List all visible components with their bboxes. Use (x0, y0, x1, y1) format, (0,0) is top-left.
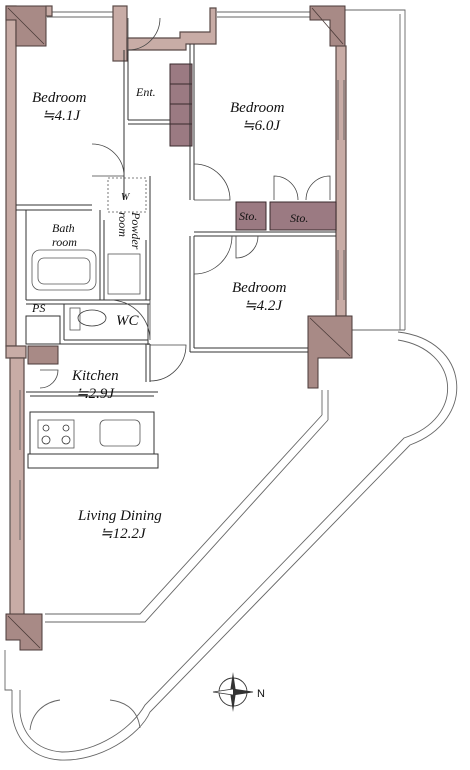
bedroom-1-name: Bedroom (32, 90, 87, 106)
bath-fixtures (31, 249, 141, 331)
wc-label: WC (116, 313, 139, 329)
powder-label-2: room (116, 212, 130, 237)
living-name: Living Dining (77, 508, 162, 524)
kitchen-name: Kitchen (71, 368, 119, 384)
bath-label-1: Bath (52, 221, 75, 235)
bedroom-1-size: ≒4.1J (42, 108, 81, 124)
w-closet-label: W (121, 192, 131, 203)
room-labels: Bedroom ≒4.1J Ent. Bedroom ≒6.0J W Bath … (31, 85, 308, 542)
door-swings (39, 17, 331, 389)
storage-rooms (235, 201, 337, 231)
bedroom-3-name: Bedroom (232, 280, 287, 296)
storage-2-label: Sto. (290, 211, 308, 225)
exterior-walls (5, 5, 353, 651)
entrance-label: Ent. (135, 85, 156, 99)
powder-label-1: Powder (129, 211, 143, 250)
living-size: ≒12.2J (100, 526, 147, 542)
compass-icon: N (212, 672, 265, 712)
bath-label-2: room (52, 235, 77, 249)
bedroom-3-size: ≒4.2J (244, 298, 283, 314)
balcony-outlines (4, 9, 458, 761)
bedroom-2-name: Bedroom (230, 100, 285, 116)
interior-walls (16, 44, 336, 469)
kitchen-size: ≒2.9J (76, 386, 115, 402)
compass-north-label: N (257, 688, 265, 700)
storage-1-label: Sto. (239, 209, 257, 223)
entrance-cabinets (169, 63, 193, 147)
ps-label: PS (31, 301, 45, 315)
windows (9, 80, 345, 540)
bedroom-2-size: ≒6.0J (242, 118, 281, 134)
